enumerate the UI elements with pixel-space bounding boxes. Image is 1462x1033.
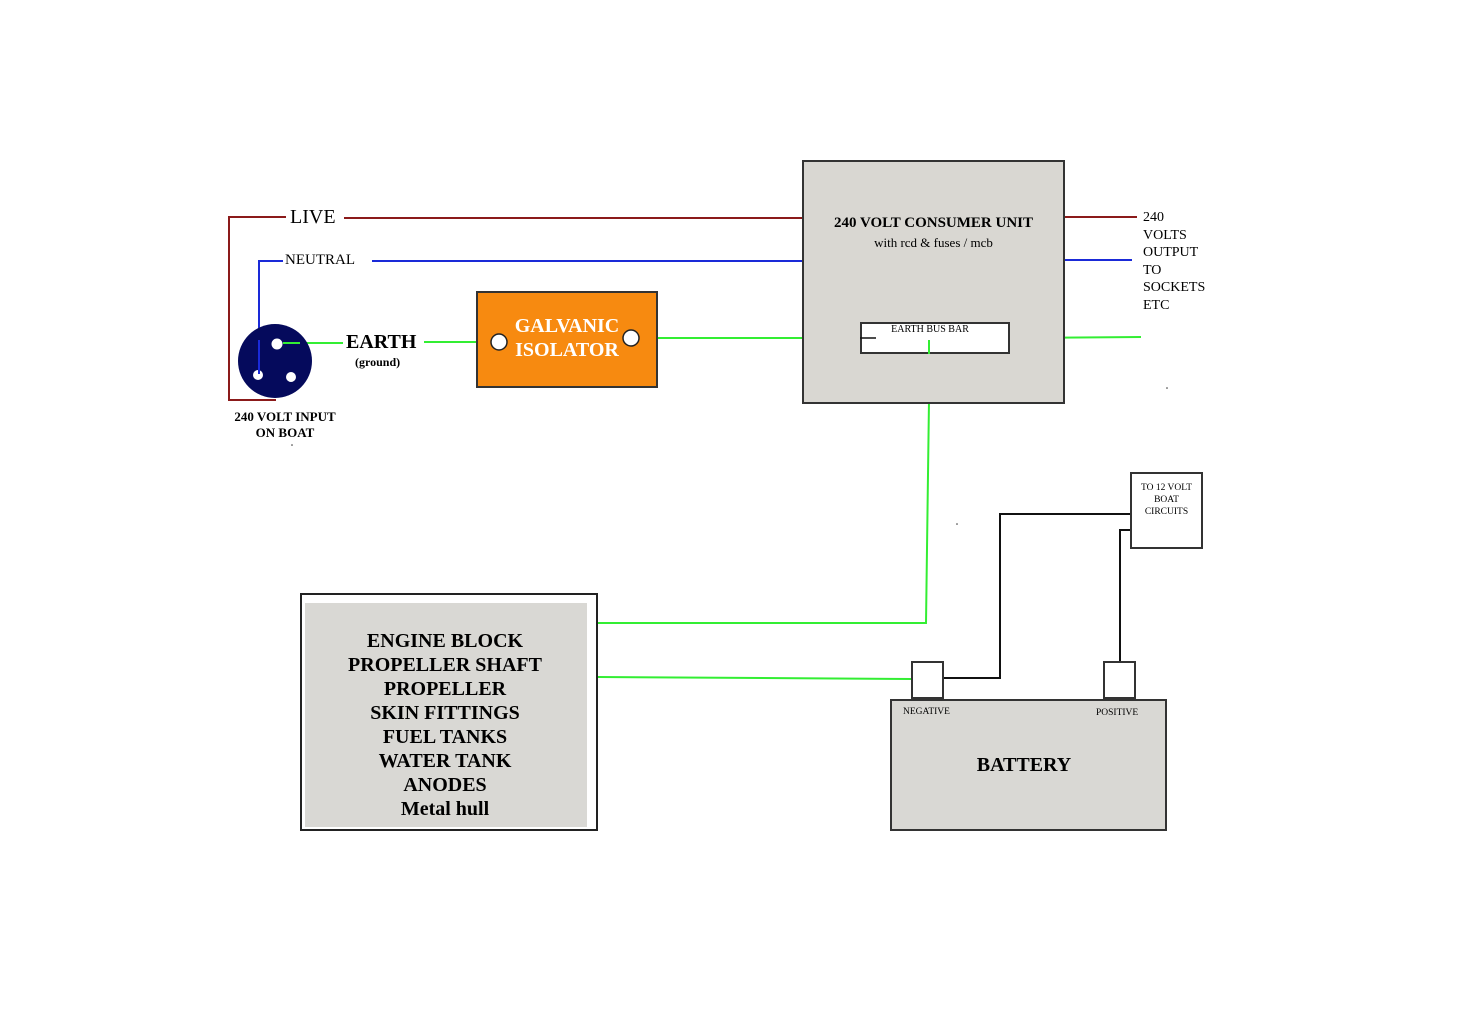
stray-dot — [1166, 387, 1168, 389]
stray-dot — [291, 444, 293, 446]
twelve-volt-line: BOAT — [1154, 495, 1179, 505]
consumer-unit-title: 240 VOLT CONSUMER UNIT — [833, 215, 1034, 231]
metal-part-item: Metal hull — [400, 798, 490, 820]
stray-dot — [956, 523, 958, 525]
metal-part-item: PROPELLER SHAFT — [348, 654, 542, 676]
twelve-volt-line: CIRCUITS — [1144, 507, 1189, 517]
live-label: LIVE — [286, 206, 340, 229]
output-label: 240 VOLTS OUTPUT TO SOCKETS ETC — [1143, 209, 1205, 314]
battery-negative-terminal — [911, 661, 944, 699]
bus-bar-connections — [860, 337, 930, 354]
positive-label: POSITIVE — [1096, 708, 1139, 718]
twelve-volt-circuits-box — [1130, 472, 1203, 549]
three-pin-socket-icon — [238, 324, 312, 398]
output-line: VOLTS — [1143, 227, 1187, 243]
isolator-label-line: ISOLATOR — [515, 339, 619, 361]
metal-part-item: ANODES — [403, 774, 487, 796]
live-wire — [228, 216, 290, 401]
twelve-volt-line: TO 12 VOLT — [1140, 483, 1193, 493]
isolator-label-line: GALVANIC — [514, 315, 620, 337]
negative-to-12v-wire — [944, 513, 1131, 679]
input-label-line: ON BOAT — [255, 425, 315, 440]
output-line: ETC — [1143, 297, 1170, 313]
isolator-output-terminal-icon — [622, 329, 640, 347]
twelve-volt-circuits-label: TO 12 VOLT BOAT CIRCUITS — [1130, 482, 1203, 518]
isolator-input-terminal-icon — [490, 333, 508, 351]
output-line: TO — [1143, 262, 1162, 278]
consumer-unit-subtitle: with rcd & fuses / mcb — [874, 235, 993, 250]
input-label: 240 VOLT INPUT ON BOAT — [222, 409, 348, 441]
battery-title: BATTERY — [976, 754, 1072, 776]
metal-part-item: WATER TANK — [378, 750, 512, 772]
neutral-label: NEUTRAL — [283, 252, 357, 269]
earth-bus-bar — [860, 322, 1010, 354]
negative-label: NEGATIVE — [903, 707, 950, 717]
battery-box — [890, 699, 1167, 831]
positive-to-12v-wire — [1119, 529, 1131, 661]
galvanic-isolator-label: GALVANIC ISOLATOR — [476, 314, 658, 362]
output-line: 240 — [1143, 210, 1164, 225]
output-line: OUTPUT — [1143, 245, 1199, 260]
metal-part-item: FUEL TANKS — [382, 726, 508, 748]
metal-part-item: SKIN FITTINGS — [370, 702, 520, 724]
consumer-unit-box — [802, 160, 1065, 404]
output-line: SOCKETS — [1143, 280, 1206, 295]
earth-bus-bar-label: EARTH BUS BAR — [891, 324, 969, 335]
battery-positive-terminal — [1103, 661, 1136, 699]
metal-part-item: PROPELLER — [383, 678, 507, 700]
metal-parts-panel — [305, 603, 587, 827]
metal-parts-list: ENGINE BLOCK PROPELLER SHAFT PROPELLER S… — [300, 629, 590, 821]
earth-label: EARTH — [343, 331, 420, 354]
metal-part-item: ENGINE BLOCK — [366, 630, 524, 652]
earth-parts-to-negative-wire — [597, 676, 913, 680]
input-label-line: 240 VOLT INPUT — [234, 409, 336, 424]
earth-ground-note: (ground) — [355, 355, 401, 369]
